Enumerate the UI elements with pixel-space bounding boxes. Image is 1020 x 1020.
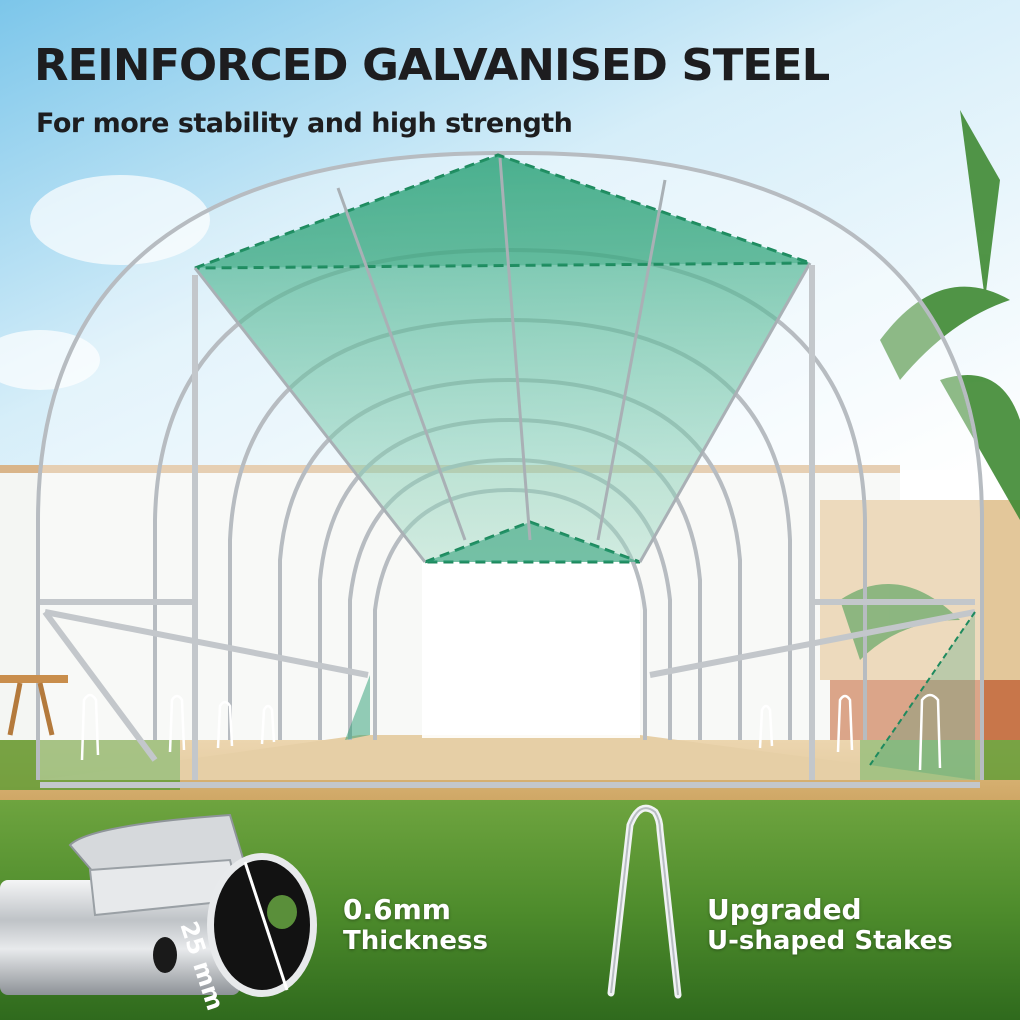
steel-tube-icon bbox=[0, 813, 317, 997]
subheadline: For more stability and high strength bbox=[36, 108, 573, 139]
feature-thickness: 0.6mm Thickness bbox=[343, 893, 488, 957]
feature-thickness-label: Thickness bbox=[343, 926, 488, 957]
feature-stakes-label: U-shaped Stakes bbox=[707, 926, 953, 957]
feature-stakes-title: Upgraded bbox=[707, 893, 862, 926]
feature-stakes: Upgraded U-shaped Stakes bbox=[707, 893, 953, 957]
headline: REINFORCED GALVANISED STEEL bbox=[34, 40, 830, 91]
feature-thickness-value: 0.6mm bbox=[343, 893, 451, 926]
